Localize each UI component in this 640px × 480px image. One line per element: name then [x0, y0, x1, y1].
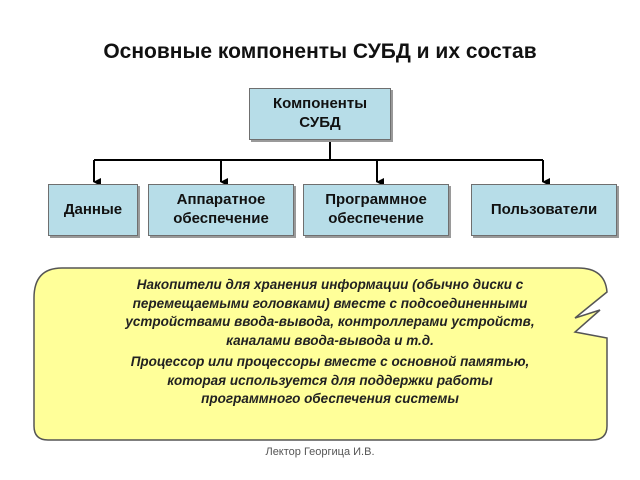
child-box-data: Данные	[48, 184, 138, 236]
storage-description: Накопители для хранения информации (обыч…	[125, 277, 535, 348]
child-box-users: Пользователи	[471, 184, 617, 236]
child-label-hardware: Аппаратное обеспечение	[173, 191, 269, 227]
root-box: Компоненты СУБД	[249, 88, 391, 140]
child-label-users: Пользователи	[490, 200, 598, 218]
child-box-hardware: Аппаратное обеспечение	[148, 184, 294, 236]
child-label-data: Данные	[63, 200, 123, 218]
processor-description: Процессор или процессоры вместе с основн…	[130, 354, 530, 406]
child-box-software: Программное обеспечение	[303, 184, 449, 236]
slide-title: Основные компоненты СУБД и их состав	[103, 40, 537, 63]
root-label: Компоненты СУБД	[272, 95, 368, 131]
child-label-software: Программное обеспечение	[325, 191, 427, 227]
lecturer-footer: Лектор Георгица И.В.	[265, 446, 375, 458]
callout-text: Накопители для хранения информации (обыч…	[60, 276, 600, 409]
